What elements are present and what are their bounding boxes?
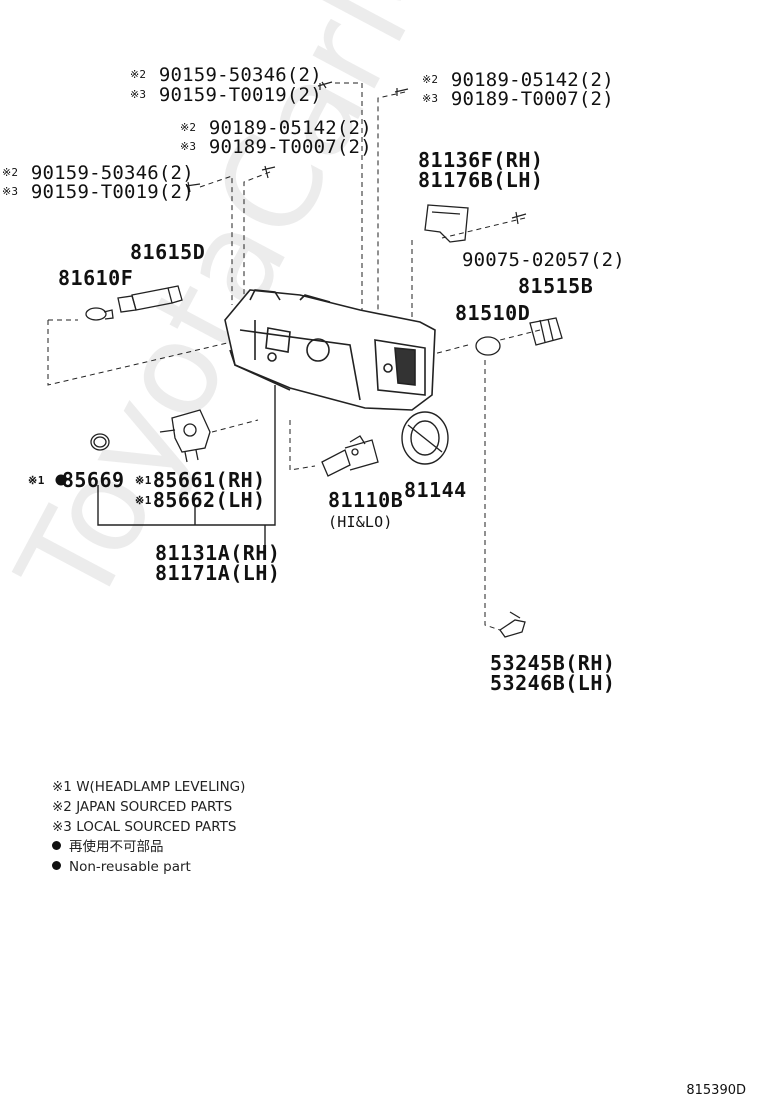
part-label-screw-mid-b[interactable]: ※3 90189-T0007(2): [180, 137, 372, 157]
part-label-81110B[interactable]: 81110B: [328, 488, 404, 512]
mark-1: ※1: [28, 474, 45, 487]
legend-item-2: ※2 JAPAN SOURCED PARTS: [52, 799, 233, 815]
dust-cover-81144-icon: [401, 411, 449, 465]
legend: ※1 W(HEADLAMP LEVELING) ※2 JAPAN SOURCED…: [52, 777, 245, 877]
legend-item-4: 再使用不可部品: [52, 837, 245, 857]
screw-icons: [185, 81, 527, 225]
part-number: 85661(RH): [152, 468, 266, 492]
mark-2: ※2: [422, 73, 439, 86]
part-label-actuator-rh[interactable]: ※185661(RH): [135, 470, 266, 491]
non-reusable-dot-icon: [55, 474, 67, 486]
part-number: 90159-T0019(2): [158, 84, 322, 106]
legend-item-5: Non-reusable part: [52, 857, 245, 877]
part-label-81144[interactable]: 81144: [404, 478, 467, 502]
dashed-leaders: [47, 82, 541, 631]
part-label-screw-top-right-a[interactable]: ※2 90189-05142(2): [422, 70, 614, 90]
mark-2: ※2: [2, 166, 19, 179]
part-label-screw-top-right-b[interactable]: ※3 90189-T0007(2): [422, 89, 614, 109]
assembly-bracket: [97, 385, 276, 545]
bullet-icon: [52, 841, 61, 850]
part-number: 90189-05142(2): [208, 117, 372, 139]
clip-53245B-icon: [499, 611, 526, 638]
part-label-unit-rh[interactable]: 81131A(RH): [155, 541, 281, 565]
part-label-81515B[interactable]: 81515B: [518, 274, 594, 298]
headlamp-housing: [224, 289, 436, 411]
mark-3: ※3: [180, 140, 197, 153]
part-label-81610F[interactable]: 81610F: [58, 266, 134, 290]
part-number: 90159-50346(2): [30, 162, 194, 184]
part-label-clip-lh[interactable]: 53246B(LH): [490, 671, 616, 695]
part-label-cover-lh[interactable]: 81176B(LH): [418, 168, 544, 192]
mark-3: ※3: [422, 92, 439, 105]
mark-2: ※2: [180, 121, 197, 134]
part-note-hi-lo: (HI&LO): [328, 513, 393, 531]
part-number: 90159-50346(2): [158, 64, 322, 86]
part-number: 90189-05142(2): [450, 69, 614, 91]
mark-3: ※3: [130, 88, 147, 101]
part-label-81615D[interactable]: 81615D: [130, 240, 206, 264]
legend-item-3: ※3 LOCAL SOURCED PARTS: [52, 819, 237, 835]
mark-2: ※2: [130, 68, 147, 81]
part-number: 90189-T0007(2): [208, 136, 372, 158]
part-label-screw-left-a[interactable]: ※2 90159-50346(2): [2, 163, 194, 183]
part-label-screw-top-left-b[interactable]: ※3 90159-T0019(2): [130, 85, 322, 105]
mark-1: ※1: [135, 474, 152, 487]
bulb-81610F-icon: [85, 307, 114, 321]
part-label-screw-top-left-a[interactable]: ※2 90159-50346(2): [130, 65, 322, 85]
part-label-clip-rh[interactable]: 53245B(RH): [490, 651, 616, 675]
h4-bulb-81110B-icon: [321, 435, 379, 477]
mark-1: ※1: [135, 494, 152, 507]
part-label-81510D[interactable]: 81510D: [455, 301, 531, 325]
o-ring-85669-icon: [90, 433, 110, 451]
part-label-screw-cover[interactable]: 90075-02057(2): [462, 249, 625, 271]
rear-cover-icon: [424, 204, 469, 243]
part-number: 90189-T0007(2): [450, 88, 614, 110]
part-label-unit-lh[interactable]: 81171A(LH): [155, 561, 281, 585]
bulb-81510D-icon: [475, 336, 501, 356]
part-number: 85662(LH): [152, 488, 266, 512]
mark-3: ※3: [2, 185, 19, 198]
legend-item-1: ※1 W(HEADLAMP LEVELING): [52, 779, 246, 795]
part-number: 85669: [61, 468, 125, 492]
part-label-cover-rh[interactable]: 81136F(RH): [418, 148, 544, 172]
legend-text: 再使用不可部品: [69, 839, 164, 855]
part-label-screw-mid-a[interactable]: ※2 90189-05142(2): [180, 118, 372, 138]
part-label-actuator-lh[interactable]: ※185662(LH): [135, 490, 266, 511]
bullet-icon: [52, 861, 61, 870]
socket-81515B-icon: [529, 317, 563, 346]
part-label-screw-left-b[interactable]: ※3 90159-T0019(2): [2, 182, 194, 202]
socket-81615D-icon: [117, 285, 183, 313]
leveling-actuator-icon: [159, 409, 211, 463]
part-label-85669[interactable]: ※1 85669: [28, 470, 125, 491]
legend-text: Non-reusable part: [69, 859, 191, 875]
diagram-id: 815390D: [686, 1083, 746, 1098]
part-number: 90159-T0019(2): [30, 181, 194, 203]
